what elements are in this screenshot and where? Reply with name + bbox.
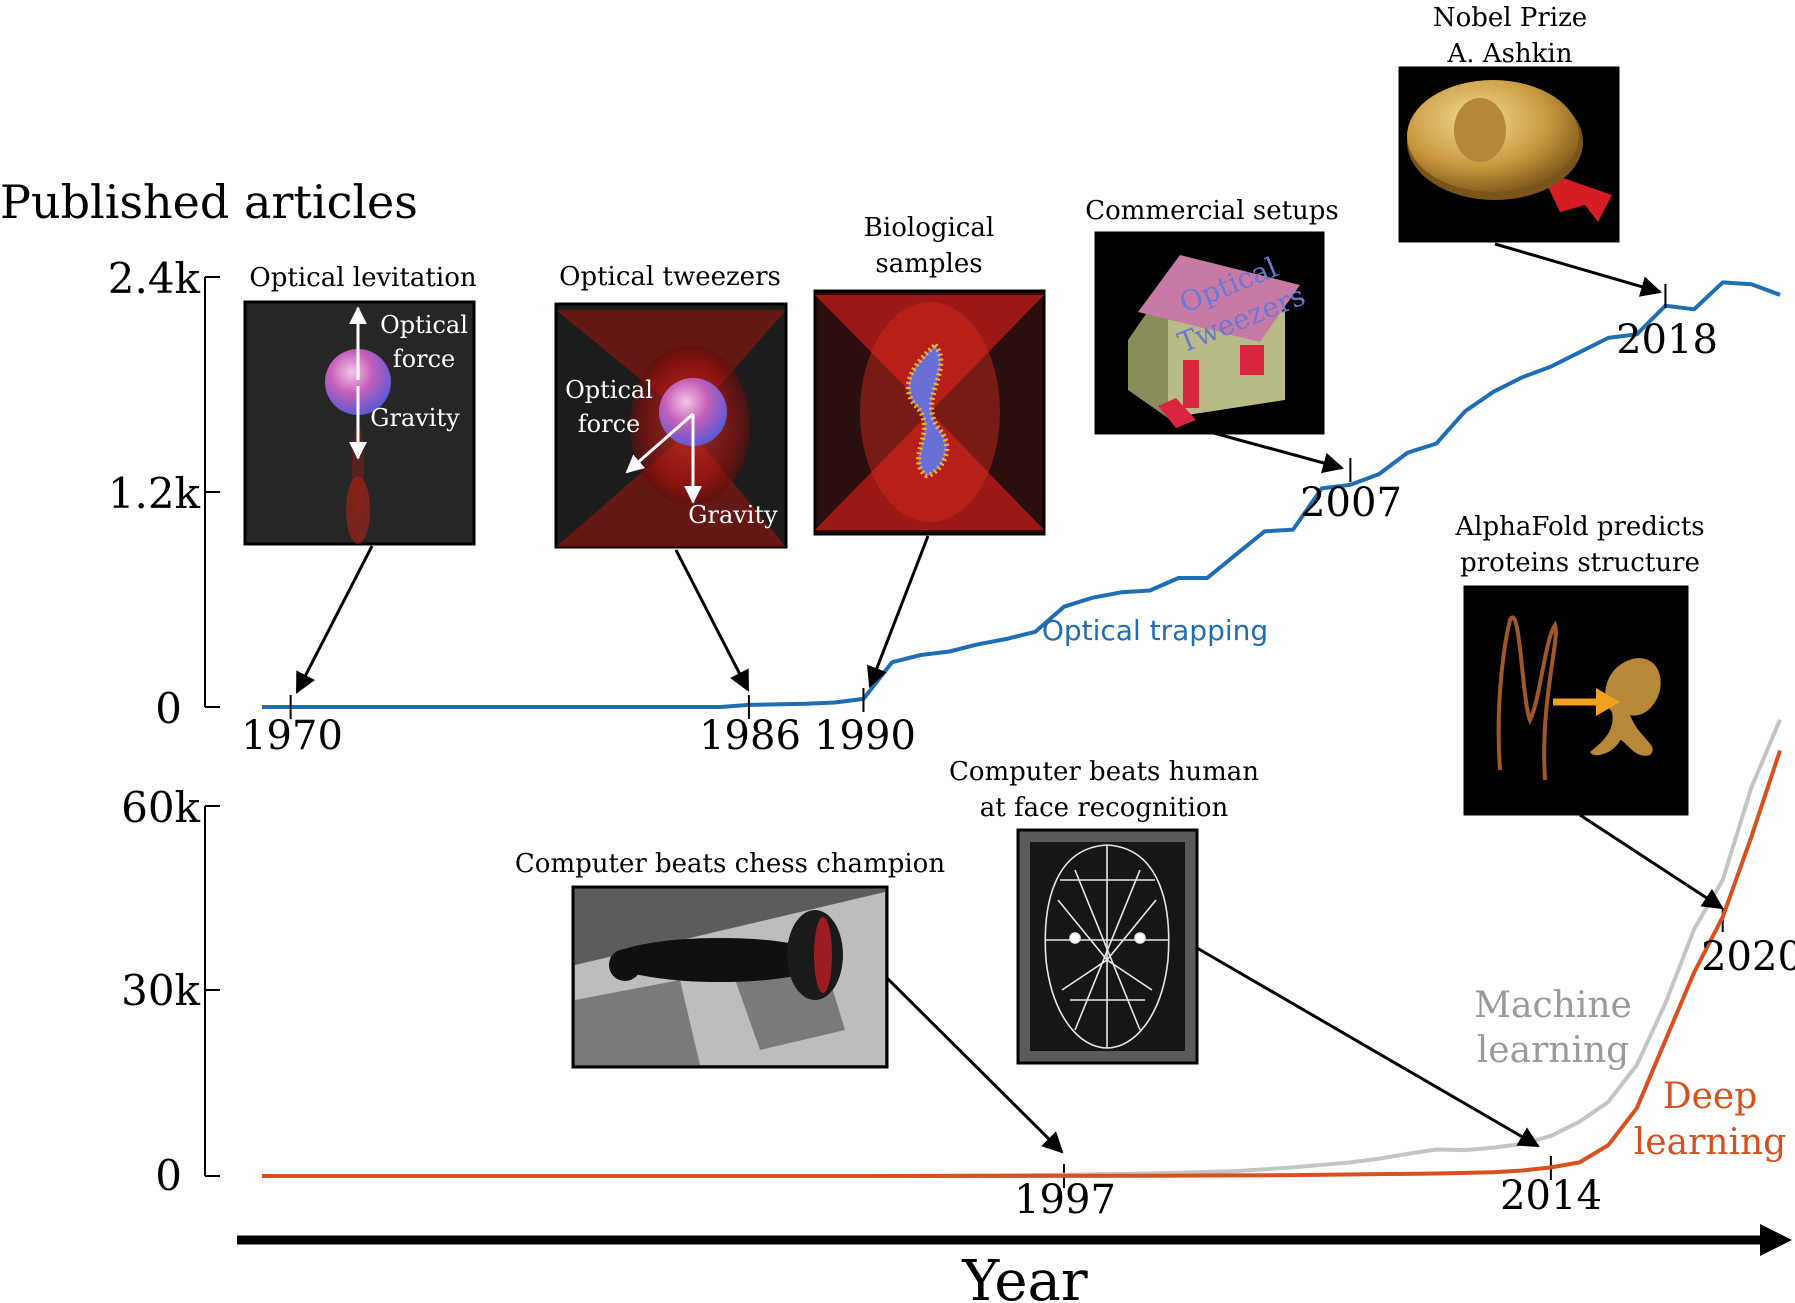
top-tick-0: 0 bbox=[155, 684, 182, 733]
nobel-pointer-arrow bbox=[1494, 242, 1663, 297]
alphafold-pointer-arrow bbox=[1579, 813, 1724, 910]
series-label-machine-learning-line2: learning bbox=[1477, 1030, 1629, 1071]
year-label-1997: 1997 bbox=[1014, 1177, 1116, 1223]
tweezers-force-label-2: force bbox=[578, 410, 640, 438]
protein-fold-icon bbox=[1496, 615, 1661, 781]
year-label-2014: 2014 bbox=[1500, 1173, 1602, 1219]
tweezers-force-label-1: Optical bbox=[565, 376, 653, 404]
bottom-tick-30k: 30k bbox=[121, 966, 200, 1015]
chess-image bbox=[571, 885, 889, 1069]
series-label-machine-learning-line1: Machine bbox=[1474, 985, 1632, 1026]
face-mesh-icon bbox=[1044, 844, 1170, 1049]
shop-icon bbox=[1128, 255, 1300, 428]
x-axis-title: Year bbox=[961, 1249, 1088, 1303]
year-label-2007: 2007 bbox=[1300, 480, 1402, 526]
top-tick-2400: 2.4k bbox=[108, 254, 201, 303]
chess-title: Computer beats chess champion bbox=[515, 849, 945, 879]
biological-image bbox=[813, 289, 1046, 536]
levitation-force-label-2: force bbox=[393, 345, 455, 373]
levitating-bead-icon bbox=[325, 349, 391, 415]
levitation-pointer-arrow bbox=[295, 545, 374, 694]
top-y-axis bbox=[204, 276, 220, 708]
nobel-title-1: Nobel Prize bbox=[1433, 3, 1587, 33]
levitation-title: Optical levitation bbox=[249, 263, 476, 293]
bottom-tick-60k: 60k bbox=[121, 783, 200, 832]
year-label-1990: 1990 bbox=[814, 713, 916, 759]
bottom-y-axis bbox=[204, 805, 220, 1177]
levitation-force-label-1: Optical bbox=[380, 311, 468, 339]
commercial-title: Commercial setups bbox=[1085, 196, 1339, 226]
face-image bbox=[1016, 828, 1199, 1065]
y-axis-title: Published articles bbox=[0, 175, 418, 229]
year-label-1970: 1970 bbox=[241, 713, 343, 759]
tweezers-pointer-arrow bbox=[674, 549, 750, 692]
alphafold-title-2: proteins structure bbox=[1460, 548, 1700, 578]
alphafold-arrowhead-icon bbox=[1596, 688, 1620, 716]
top-tick-1200: 1.2k bbox=[108, 469, 201, 518]
bottom-series-group bbox=[262, 718, 1782, 1178]
face-pointer-arrow bbox=[1196, 946, 1540, 1148]
commercial-pointer-arrow bbox=[1209, 430, 1345, 474]
nobel-image bbox=[1398, 66, 1620, 243]
biological-title-1: Biological bbox=[864, 213, 994, 243]
year-label-1986: 1986 bbox=[699, 713, 801, 759]
series-label-optical-trapping: Optical trapping bbox=[1042, 614, 1268, 647]
biological-title-2: samples bbox=[875, 249, 982, 279]
commercial-image: Optical Tweezers bbox=[1094, 231, 1325, 435]
bacterium-icon bbox=[905, 341, 950, 479]
nobel-medal-icon bbox=[1407, 80, 1612, 222]
biological-pointer-arrow bbox=[867, 535, 930, 688]
levitation-image: Optical force Gravity bbox=[243, 300, 476, 546]
levitation-gravity-label: Gravity bbox=[370, 404, 460, 432]
fallen-king-icon bbox=[609, 910, 843, 1000]
tweezers-image: Optical force Gravity bbox=[554, 302, 788, 549]
chess-pointer-arrow bbox=[885, 976, 1064, 1154]
year-axis-arrowhead bbox=[1760, 1224, 1792, 1256]
year-label-2018: 2018 bbox=[1616, 317, 1718, 363]
series-line-optical-trapping bbox=[262, 280, 1781, 709]
tweezers-gravity-label: Gravity bbox=[688, 501, 778, 529]
tweezers-title: Optical tweezers bbox=[559, 262, 781, 292]
face-title-2: at face recognition bbox=[980, 793, 1229, 823]
bottom-tick-0: 0 bbox=[155, 1151, 182, 1200]
face-title-1: Computer beats human bbox=[949, 757, 1259, 787]
nobel-title-2: A. Ashkin bbox=[1447, 39, 1573, 69]
series-line-deep-learning bbox=[262, 749, 1782, 1178]
alphafold-image bbox=[1463, 585, 1689, 816]
series-label-deep-learning-line2: learning bbox=[1634, 1122, 1786, 1163]
year-label-2020: 2020 bbox=[1701, 934, 1795, 980]
alphafold-title-1: AlphaFold predicts bbox=[1454, 512, 1704, 542]
series-label-deep-learning-line1: Deep bbox=[1663, 1076, 1758, 1117]
